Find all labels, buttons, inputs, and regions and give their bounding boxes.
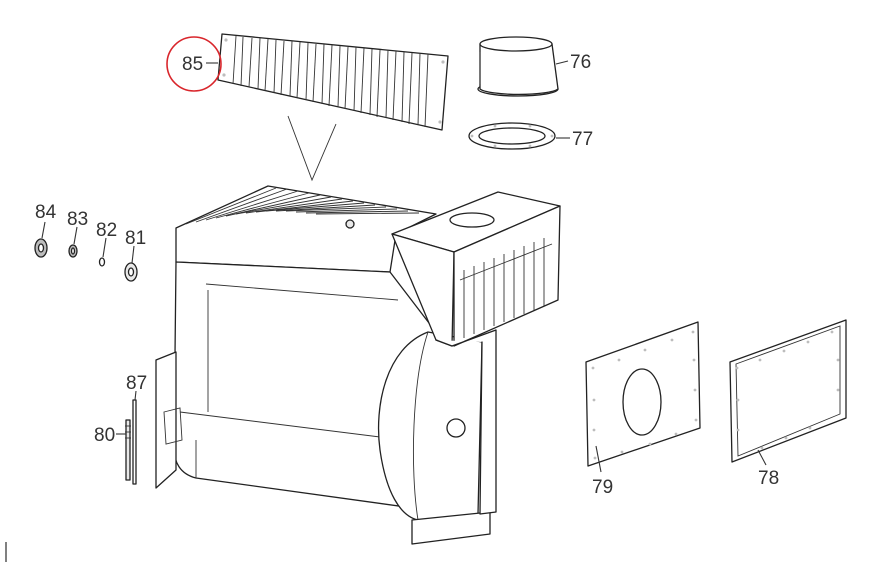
leader-lines [41, 60, 767, 473]
assembly-guide-lines [287, 115, 337, 182]
part-79-front-plate[interactable] [585, 321, 701, 467]
flue-hood-box [391, 191, 561, 515]
part-81-seal[interactable] [124, 262, 138, 282]
part-84-nut[interactable] [34, 238, 48, 258]
label-85: 85 [182, 54, 203, 75]
label-83: 83 [67, 209, 88, 230]
part-76-flue-collar[interactable] [477, 36, 559, 97]
label-80: 80 [94, 425, 115, 446]
part-77-gasket[interactable] [468, 122, 556, 150]
label-76: 76 [570, 52, 591, 73]
label-77: 77 [572, 129, 593, 150]
part-78-rear-plate[interactable] [729, 319, 847, 463]
label-78: 78 [758, 468, 779, 489]
label-87: 87 [126, 373, 147, 394]
part-80-sensor[interactable] [125, 419, 131, 481]
label-82: 82 [96, 220, 117, 241]
part-82-o-ring[interactable] [98, 257, 106, 267]
part-87-probe[interactable] [132, 399, 137, 485]
label-81: 81 [125, 228, 146, 249]
highlight-circle [166, 36, 222, 92]
label-84: 84 [35, 202, 57, 223]
heat-exchanger-body [155, 185, 491, 545]
label-79: 79 [592, 477, 613, 498]
part-83-washer[interactable] [68, 244, 78, 258]
part-85-baffle[interactable] [217, 33, 449, 131]
